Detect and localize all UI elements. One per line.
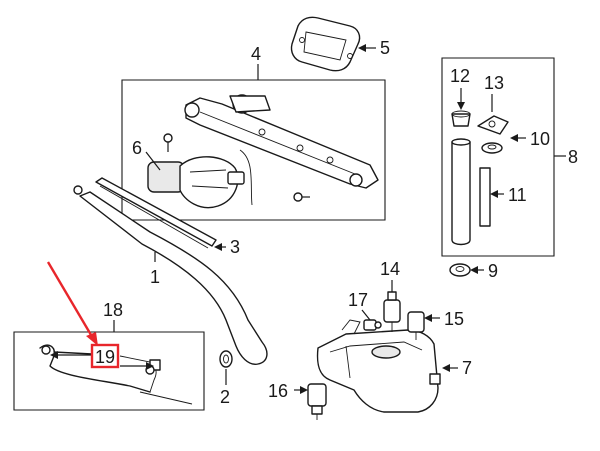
callout-2[interactable]: 2 bbox=[220, 387, 230, 407]
callout-19[interactable]: 19 bbox=[95, 347, 115, 367]
callout-12[interactable]: 12 bbox=[450, 66, 470, 86]
box-filler-group bbox=[441, 57, 555, 257]
wiper-motor[interactable] bbox=[147, 149, 253, 209]
wiper-transmission-linkage[interactable] bbox=[184, 94, 379, 189]
highlight-box-19[interactable] bbox=[90, 343, 120, 369]
callout-11[interactable]: 11 bbox=[508, 185, 527, 205]
bolt-icon bbox=[163, 133, 173, 152]
callout-1[interactable]: 1 bbox=[150, 267, 160, 287]
callout-4[interactable]: 4 bbox=[251, 44, 261, 64]
box-hose-group bbox=[13, 331, 205, 411]
seal-ring-10[interactable] bbox=[481, 142, 503, 154]
filler-neck-tube[interactable] bbox=[451, 138, 471, 246]
washer-reservoir[interactable] bbox=[316, 319, 441, 413]
seal-9[interactable] bbox=[449, 263, 471, 277]
washer-hose-assembly[interactable] bbox=[39, 344, 193, 405]
box-transmission-group bbox=[121, 79, 386, 221]
wiper-blade[interactable] bbox=[95, 177, 217, 249]
callout-5[interactable]: 5 bbox=[380, 38, 390, 58]
grommet-part[interactable] bbox=[219, 350, 233, 368]
grommet-12[interactable] bbox=[451, 110, 471, 127]
wiper-arm[interactable] bbox=[73, 185, 268, 365]
filler-cap-13[interactable] bbox=[477, 115, 509, 135]
hose-connector-17[interactable] bbox=[363, 319, 382, 331]
washer-pump-16[interactable] bbox=[307, 383, 327, 420]
callout-17[interactable]: 17 bbox=[348, 290, 368, 310]
callout-16[interactable]: 16 bbox=[268, 381, 288, 401]
callout-15[interactable]: 15 bbox=[444, 309, 464, 329]
callout-3[interactable]: 3 bbox=[230, 237, 240, 257]
bolt-icon bbox=[293, 192, 310, 202]
callout-7[interactable]: 7 bbox=[462, 358, 472, 378]
callout-14[interactable]: 14 bbox=[380, 259, 400, 279]
highlight-arrow-line bbox=[46, 261, 96, 341]
callout-9[interactable]: 9 bbox=[488, 261, 498, 281]
callout-8[interactable]: 8 bbox=[568, 147, 578, 167]
callout-13[interactable]: 13 bbox=[484, 73, 504, 93]
washer-pump-14[interactable] bbox=[383, 291, 401, 332]
callout-18[interactable]: 18 bbox=[103, 300, 123, 320]
washer-pump-15[interactable] bbox=[407, 311, 425, 340]
gasket-part[interactable] bbox=[290, 16, 361, 72]
highlight-arrow-head bbox=[86, 332, 98, 346]
level-rod-11[interactable] bbox=[479, 167, 491, 227]
callout-10[interactable]: 10 bbox=[530, 129, 550, 149]
callout-6[interactable]: 6 bbox=[132, 138, 142, 158]
